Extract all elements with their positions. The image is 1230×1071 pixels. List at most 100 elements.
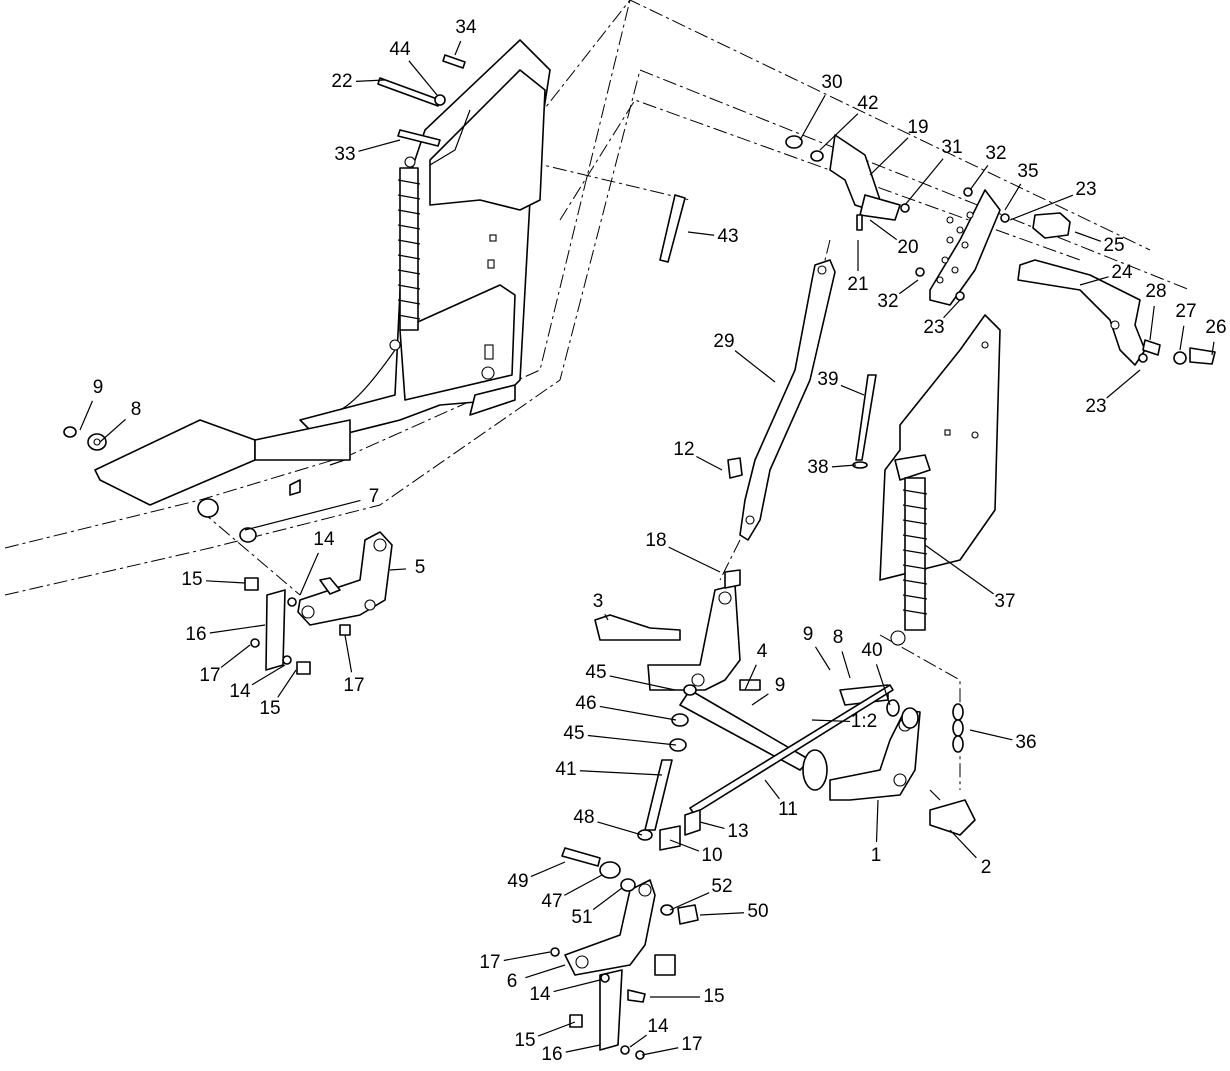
leader-line-c7: [244, 499, 361, 531]
callout-label-c12ratio: 1:2: [851, 711, 877, 732]
chain: [952, 703, 964, 753]
leader-line-c31: [904, 158, 944, 206]
callout-label-c20: 20: [897, 237, 918, 258]
callout-label-c6: 6: [507, 971, 518, 992]
leader-line-c1: [875, 799, 879, 843]
callout-label-c46: 46: [575, 693, 596, 714]
leader-line-c16b: [565, 1044, 601, 1053]
leader-line-c46: [599, 705, 677, 721]
callout-label-c1: 1: [871, 845, 882, 866]
callout-label-c30: 30: [821, 72, 842, 93]
leader-line-c14a: [299, 552, 319, 596]
leader-line-c14b: [251, 664, 286, 686]
callout-label-c39: 39: [817, 369, 838, 390]
leader-line-c51: [592, 887, 623, 911]
leader-line-c15a: [205, 580, 246, 584]
leader-line-c11: [764, 779, 780, 800]
callout-label-c29: 29: [713, 331, 734, 352]
callout-label-c14d: 14: [647, 1016, 669, 1037]
leader-line-c9a: [79, 400, 94, 431]
callout-label-c14c: 14: [529, 984, 551, 1005]
callout-label-c36: 36: [1015, 732, 1036, 753]
vertical-bolt-stack: [637, 457, 743, 851]
callout-label-c23b: 23: [1085, 396, 1106, 417]
leader-line-c29: [734, 350, 776, 383]
leader-line-c12ratio: [811, 719, 851, 723]
leader-line-c12: [696, 455, 723, 471]
leader-line-c23b: [1106, 369, 1141, 399]
callout-label-c8b: 8: [833, 627, 844, 648]
leader-line-c4: [744, 664, 757, 691]
bolt-rod: [852, 374, 877, 469]
leader-line-c22: [355, 79, 386, 82]
callout-label-c15b: 15: [259, 698, 280, 719]
callout-label-c17b: 17: [343, 675, 364, 696]
leader-line-c9b: [814, 646, 831, 671]
pedal-bracket: [785, 134, 1010, 306]
callout-label-c9b: 9: [803, 624, 814, 645]
callout-leaders: [79, 40, 1215, 1056]
callout-label-c45a: 45: [585, 662, 606, 683]
callout-label-c41: 41: [555, 759, 576, 780]
callout-label-c52: 52: [711, 876, 732, 897]
callout-label-c32a: 32: [985, 143, 1006, 164]
leader-line-c36: [969, 729, 1013, 741]
leader-line-c14d: [629, 1034, 647, 1048]
leader-line-c17d: [641, 1047, 679, 1056]
leader-line-c6: [525, 964, 566, 979]
leader-line-c48: [597, 821, 643, 836]
callout-label-c17c: 17: [479, 952, 500, 973]
leader-line-c17b: [344, 634, 353, 673]
leader-line-c15b: [277, 669, 297, 698]
leader-line-c24: [1079, 276, 1109, 286]
callout-label-c32b: 32: [877, 291, 898, 312]
callout-label-c15c: 15: [703, 986, 724, 1007]
upper-left-hardware: [377, 54, 466, 147]
leader-line-c20: [869, 219, 898, 241]
callout-label-c17a: 17: [199, 665, 220, 686]
leader-line-c47: [564, 874, 603, 896]
callout-label-c10: 10: [701, 845, 722, 866]
callout-label-c9c: 9: [775, 675, 786, 696]
callout-label-c13: 13: [727, 821, 748, 842]
leader-line-c32b: [898, 279, 919, 295]
callout-label-c35: 35: [1017, 161, 1038, 182]
leader-line-c35: [1004, 183, 1022, 211]
callout-label-c27: 27: [1175, 301, 1196, 322]
leader-line-c8b: [841, 651, 851, 679]
leader-line-c32a: [969, 164, 989, 191]
leader-line-c5: [389, 568, 407, 571]
left-deck-bracket: [63, 419, 351, 543]
callout-label-c31: 31: [941, 137, 962, 158]
leader-line-c45a: [609, 675, 676, 691]
pedal: [1017, 212, 1216, 366]
leader-line-c23c: [943, 299, 961, 319]
callout-label-c11: 11: [778, 799, 798, 820]
callout-label-c4: 4: [757, 641, 768, 662]
leader-line-c43: [687, 231, 715, 236]
leader-line-c15d: [537, 1021, 576, 1037]
callout-label-c15d: 15: [514, 1030, 535, 1051]
callout-label-c16b: 16: [541, 1044, 562, 1065]
leader-line-c28: [1149, 305, 1155, 341]
callout-label-c45b: 45: [563, 723, 584, 744]
leader-line-c23a: [1009, 194, 1074, 221]
callout-label-c34: 34: [455, 17, 477, 38]
left-frame-plate: [299, 39, 551, 466]
callout-label-c9a: 9: [93, 377, 104, 398]
callout-label-c43: 43: [717, 226, 738, 247]
leader-line-c3: [604, 613, 609, 621]
leader-line-c8a: [99, 418, 126, 443]
left-extension-spring: [339, 156, 421, 411]
leader-line-c33: [358, 139, 401, 152]
callout-label-c12: 12: [673, 439, 694, 460]
callout-label-c22: 22: [331, 71, 352, 92]
callout-label-c2: 2: [981, 857, 992, 878]
callout-label-c44: 44: [389, 39, 411, 60]
leader-line-c40: [875, 664, 891, 706]
callout-label-c18: 18: [645, 530, 666, 551]
right-extension-spring: [890, 477, 928, 646]
callout-label-c37: 37: [994, 591, 1015, 612]
leader-line-c44: [408, 60, 438, 96]
callout-label-c42: 42: [857, 93, 878, 114]
